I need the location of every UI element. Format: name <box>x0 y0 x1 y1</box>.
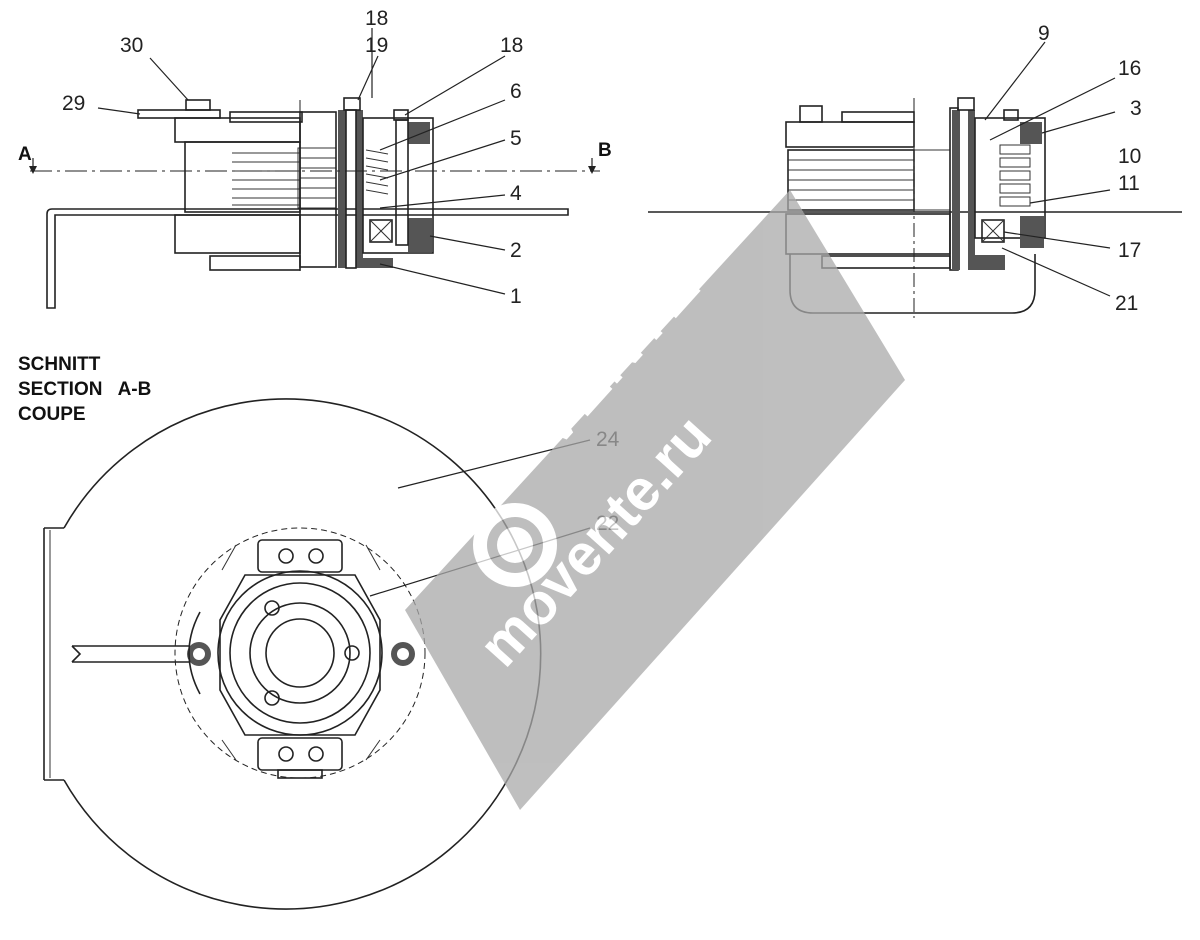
label-4: 4 <box>510 182 522 205</box>
label-3: 3 <box>1130 97 1142 120</box>
label-30: 30 <box>120 34 143 57</box>
label-11: 11 <box>1118 172 1140 195</box>
label-18-right: 18 <box>500 34 523 57</box>
left-side-view <box>46 97 569 309</box>
right-side-view <box>648 97 1182 318</box>
section-title-line3: COUPE <box>18 404 86 425</box>
label-2: 2 <box>510 239 522 262</box>
label-1: 1 <box>510 285 522 308</box>
section-title: SCHNITT SECTION A-B COUPE <box>18 354 151 425</box>
section-view <box>43 398 542 910</box>
label-19: 19 <box>365 34 388 57</box>
label-16: 16 <box>1118 57 1141 80</box>
section-line-ab: A B <box>18 140 612 174</box>
section-title-line1: SCHNITT <box>18 354 101 375</box>
label-9: 9 <box>1038 22 1050 45</box>
label-6: 6 <box>510 80 522 103</box>
brush-stack-left <box>184 141 337 213</box>
label-5: 5 <box>510 127 522 150</box>
section-marker-b: B <box>598 140 612 161</box>
section-title-line2: SECTION A-B <box>18 379 151 400</box>
label-17: 17 <box>1118 239 1141 262</box>
brush-stack-right <box>787 149 951 211</box>
section-marker-a: A <box>18 144 32 165</box>
label-10: 10 <box>1118 145 1141 168</box>
watermark: VENTE movente.ru <box>405 190 905 810</box>
label-29: 29 <box>62 92 85 115</box>
label-18-top: 18 <box>365 7 388 30</box>
label-21: 21 <box>1115 292 1138 315</box>
